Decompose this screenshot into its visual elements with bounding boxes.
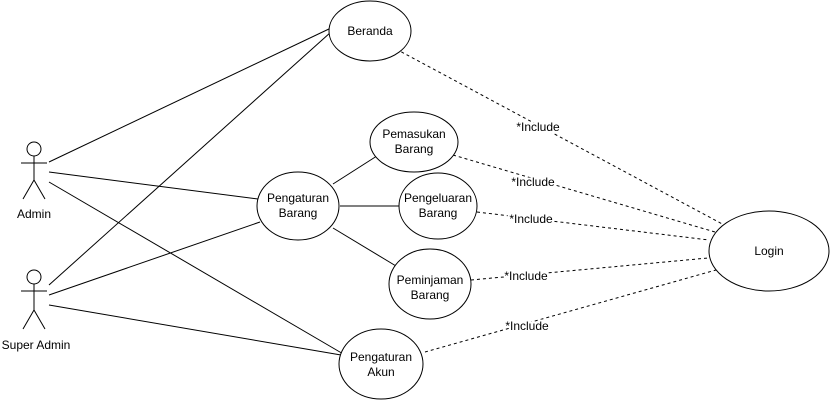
- usecase-peminjaman-barang-shape: [388, 248, 472, 320]
- include-label-peminjaman: *Include: [504, 269, 548, 283]
- association-superadmin-pengaturan-barang: [48, 221, 261, 296]
- actor-super-admin-left-leg: [22, 309, 35, 330]
- usecase-pemasukan-barang[interactable]: Pemasukan Barang: [369, 111, 459, 173]
- association-admin-beranda: [48, 27, 332, 163]
- usecase-peminjaman-barang-label-line1: Peminjaman: [397, 273, 464, 287]
- actor-admin-head: [26, 141, 42, 157]
- association-superadmin-pengaturan-akun: [48, 304, 342, 356]
- include-line-pemasukan: [452, 154, 716, 233]
- include-label-akun: *Include: [505, 319, 549, 333]
- usecase-pengaturan-barang-shape: [256, 171, 340, 241]
- association-superadmin-beranda: [48, 31, 332, 286]
- actor-super-admin-right-leg: [33, 309, 46, 330]
- usecase-pengaturan-akun-shape: [338, 328, 424, 400]
- link-barang-peminjaman: [332, 227, 397, 267]
- usecase-login[interactable]: Login: [708, 210, 830, 292]
- link-barang-pemasukan: [332, 153, 381, 185]
- usecase-peminjaman-barang-label-line2: Barang: [411, 288, 450, 302]
- usecase-login-label: Login: [754, 244, 783, 258]
- actor-admin-label: Admin: [17, 207, 51, 221]
- usecase-pengaturan-akun-label-line2: Akun: [367, 365, 394, 379]
- usecase-beranda-label: Beranda: [347, 24, 393, 38]
- actor-admin-left-leg: [22, 179, 35, 200]
- actor-super-admin[interactable]: Super Admin: [2, 269, 71, 352]
- include-line-beranda: [395, 48, 727, 227]
- include-label-beranda: *Include: [516, 120, 560, 134]
- usecase-pengaturan-barang-label-line1: Pengaturan: [267, 191, 329, 205]
- actor-super-admin-head: [26, 269, 42, 285]
- usecase-beranda[interactable]: Beranda: [328, 0, 412, 62]
- association-admin-pengaturan-barang: [48, 171, 259, 200]
- usecase-pemasukan-barang-shape: [369, 111, 459, 173]
- include-label-pemasukan: *Include: [511, 175, 555, 189]
- usecase-pengeluaran-barang-label-line2: Barang: [419, 206, 458, 220]
- usecase-beranda-shape: [328, 0, 412, 62]
- association-admin-pengaturan-akun: [48, 181, 346, 356]
- usecase-peminjaman-barang[interactable]: Peminjaman Barang: [388, 248, 472, 320]
- usecase-pengeluaran-barang-label-line1: Pengeluaran: [404, 191, 472, 205]
- usecase-login-shape: [708, 210, 830, 292]
- include-label-pengeluaran: *Include: [509, 212, 553, 226]
- include-line-peminjaman: [470, 257, 709, 281]
- usecase-pengaturan-akun-label-line1: Pengaturan: [350, 350, 412, 364]
- include-line-akun: [424, 269, 717, 353]
- actor-admin[interactable]: Admin: [17, 141, 51, 221]
- usecase-pengaturan-barang-label-line2: Barang: [279, 206, 318, 220]
- usecase-pengaturan-barang[interactable]: Pengaturan Barang: [256, 171, 340, 241]
- usecase-pengeluaran-barang[interactable]: Pengeluaran Barang: [398, 172, 478, 240]
- usecase-pemasukan-barang-label-line1: Pemasukan: [382, 127, 445, 141]
- actor-super-admin-label: Super Admin: [2, 338, 71, 352]
- usecase-pengaturan-akun[interactable]: Pengaturan Akun: [338, 328, 424, 400]
- usecase-pengeluaran-barang-shape: [398, 172, 478, 240]
- include-line-pengeluaran: [476, 211, 710, 241]
- usecase-pemasukan-barang-label-line2: Barang: [395, 142, 434, 156]
- actor-admin-right-leg: [33, 179, 46, 200]
